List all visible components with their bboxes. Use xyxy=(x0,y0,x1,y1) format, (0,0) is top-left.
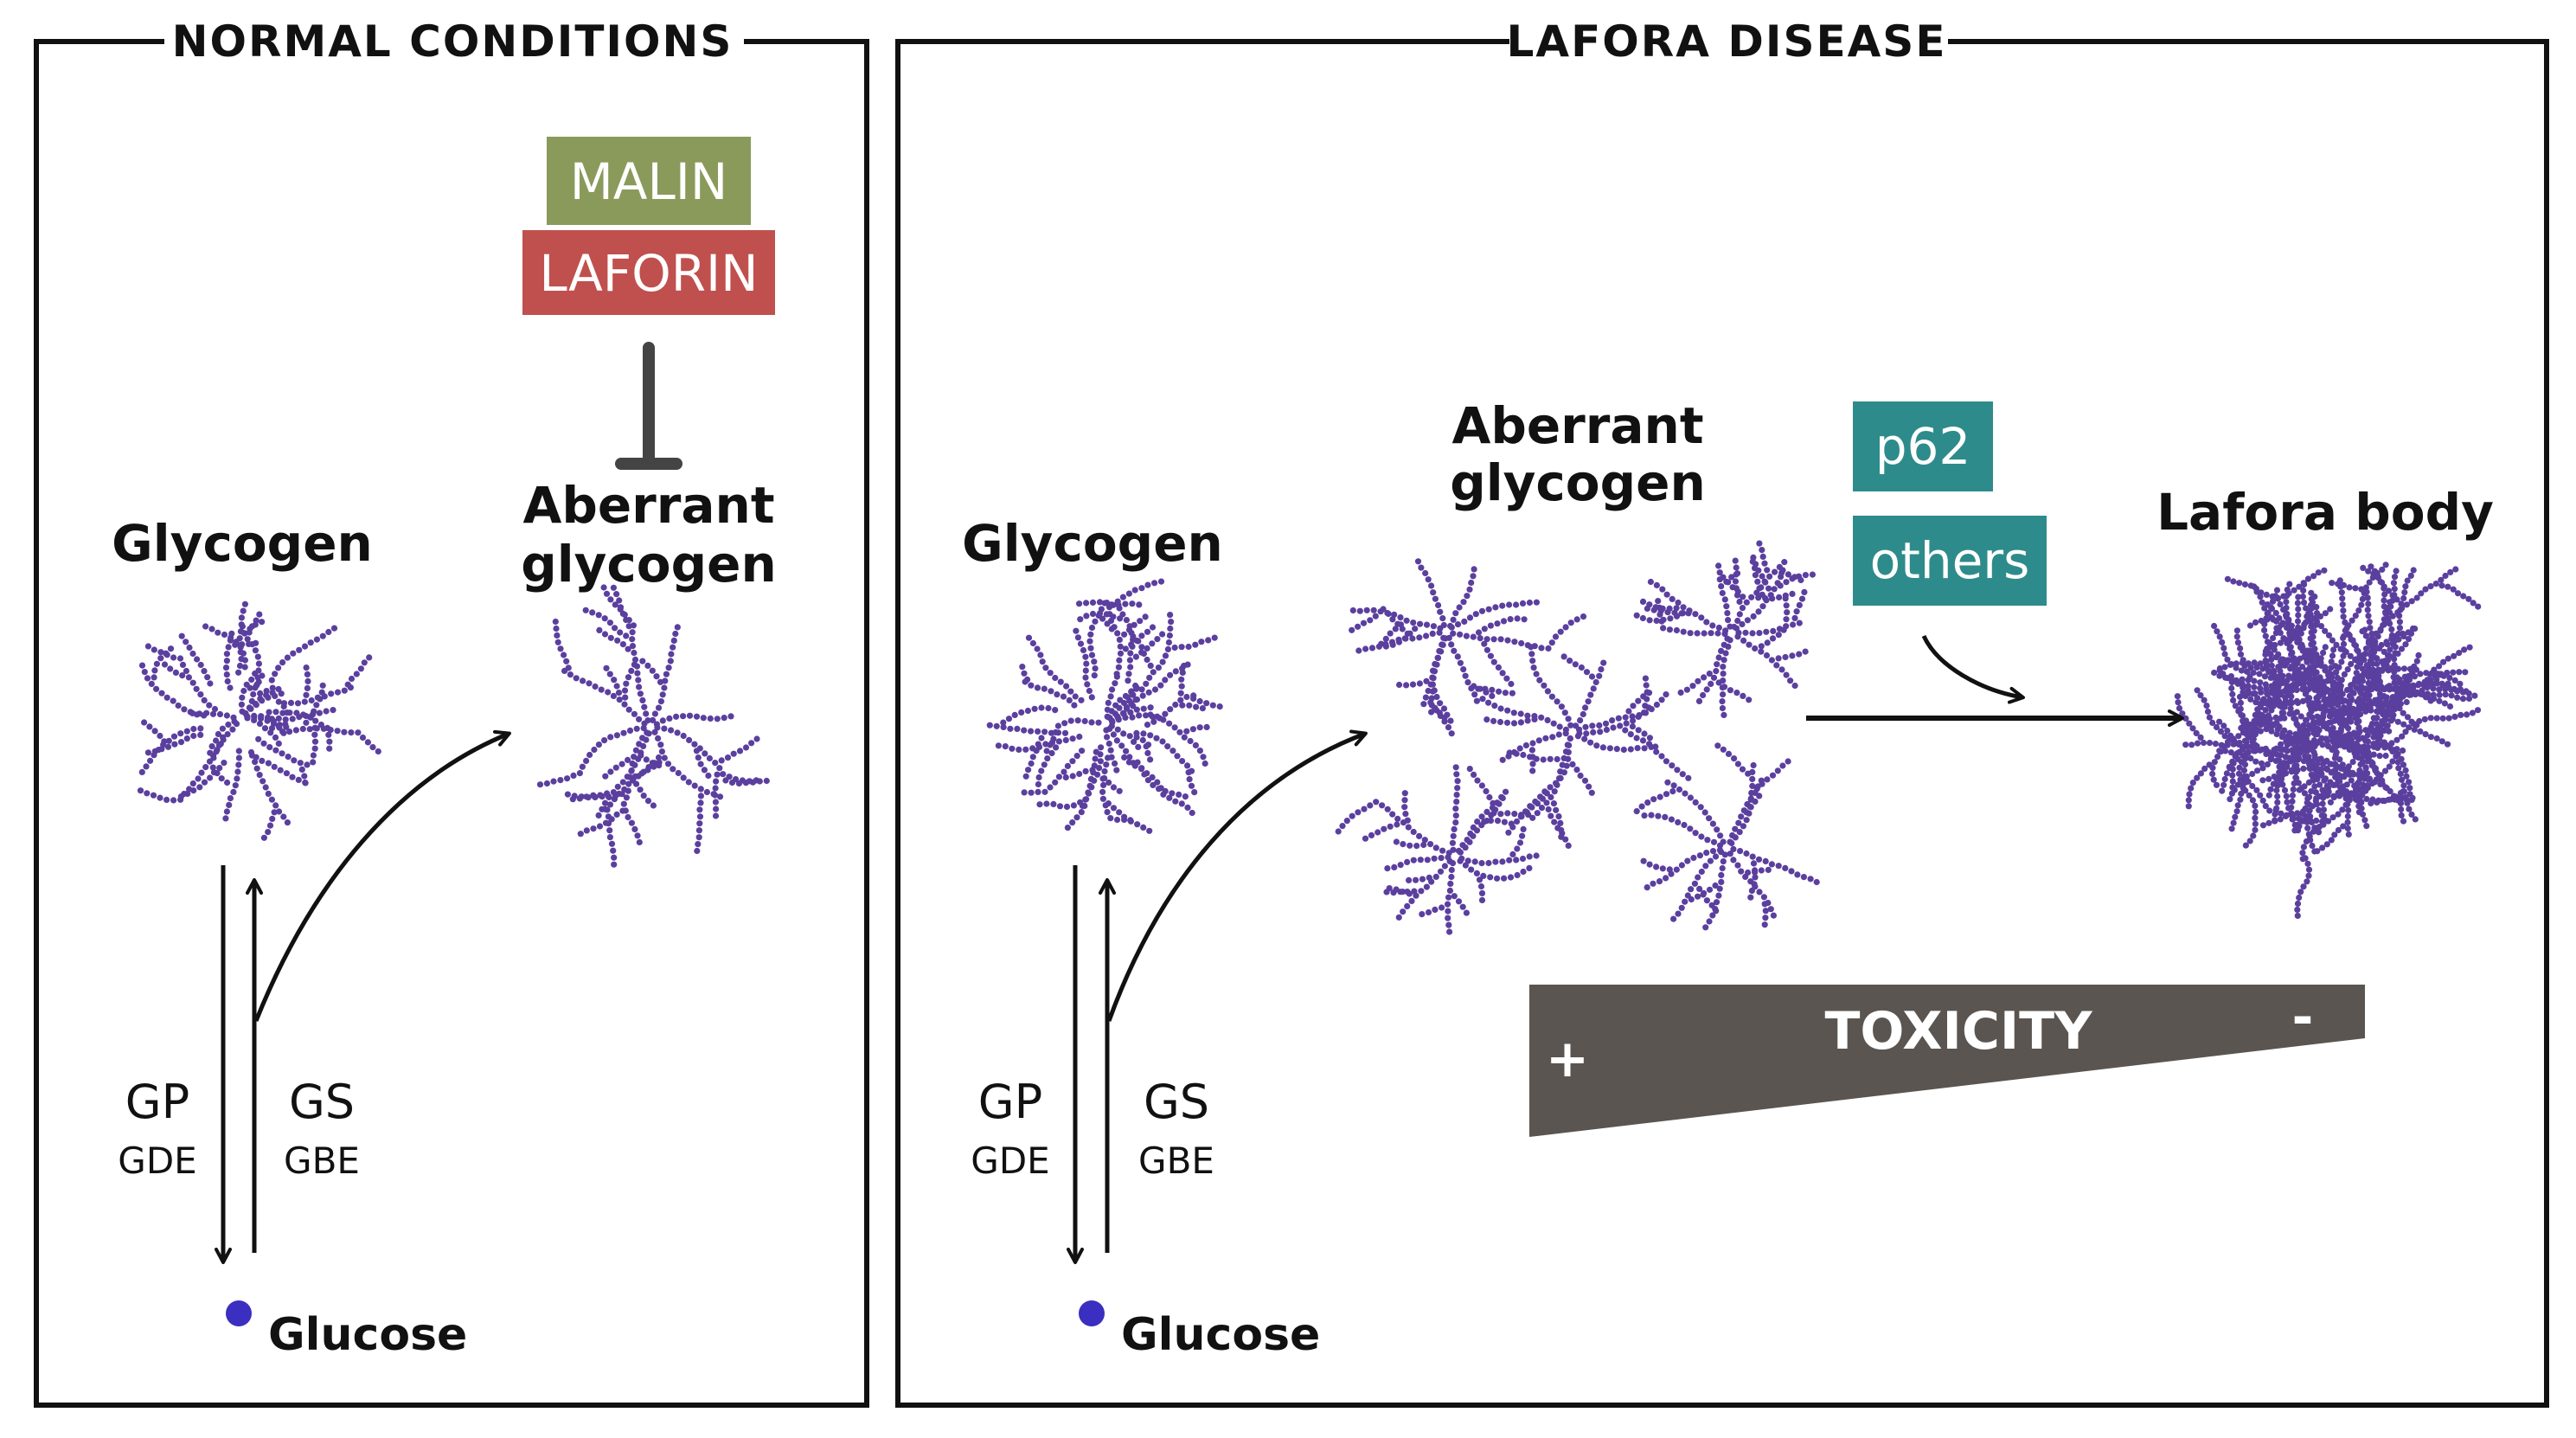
normal-aberrant-formation-arrow xyxy=(253,729,511,1022)
normal-glycogen-molecule xyxy=(137,600,381,841)
lafora-panel-title: LAFORA DISEASE xyxy=(1507,16,1947,67)
aberrant-glycogen-molecule-2 xyxy=(1633,540,1816,719)
normal-conditions-panel: NORMAL CONDITIONS MALIN LAFORIN Glycogen… xyxy=(34,16,869,1408)
aberrant-glycogen-molecule-5 xyxy=(1633,742,1820,931)
normal-aberrant-label-line2: glycogen xyxy=(521,535,777,594)
lafora-disease-panel: LAFORA DISEASE Glycogen Aberrant glycoge… xyxy=(895,16,2549,1408)
lafora-gbe-label: GBE xyxy=(1138,1139,1214,1182)
normal-panel-title: NORMAL CONDITIONS xyxy=(172,16,734,67)
p62-box xyxy=(1853,401,1993,491)
normal-glucose-dot xyxy=(226,1300,252,1326)
p62-others-arrow xyxy=(1921,634,2025,704)
p62-label: p62 xyxy=(1875,417,1971,476)
normal-glycogen-label: Glycogen xyxy=(112,514,373,573)
lafora-aberrant-formation-arrow xyxy=(1106,729,1368,1022)
aberrant-glycogen-molecule-4 xyxy=(1335,764,1540,935)
lafora-glucose-label: Glucose xyxy=(1121,1309,1320,1361)
malin-label: MALIN xyxy=(570,152,728,211)
normal-panel-frame xyxy=(34,39,869,1408)
normal-glucose-label: Glucose xyxy=(268,1309,467,1361)
lafora-glycogen-label: Glycogen xyxy=(962,514,1223,573)
toxicity-wedge xyxy=(1529,985,2365,1137)
toxicity-plus-sign: + xyxy=(1546,1029,1589,1089)
normal-aberrant-label-line1: Aberrant xyxy=(522,476,774,535)
inhibition-arrow xyxy=(615,342,682,470)
laforin-label: LAFORIN xyxy=(539,244,758,303)
malin-laforin-complex: MALIN LAFORIN xyxy=(522,137,775,315)
lafora-aberrant-label-line2: glycogen xyxy=(1450,453,1706,512)
others-box xyxy=(1853,516,2047,606)
lafora-gs-label: GS xyxy=(1144,1075,1209,1129)
aberrant-glycogen-molecule-1 xyxy=(1349,558,1587,737)
toxicity-gradient: TOXICITY + - xyxy=(1529,985,2365,1137)
lafora-body-molecule xyxy=(2174,562,2482,919)
lafora-panel-frame xyxy=(895,39,2549,1408)
normal-gp-label: GP xyxy=(125,1075,189,1129)
aberrant-glycogen-molecule-3 xyxy=(1479,644,1692,850)
toxicity-label: TOXICITY xyxy=(1824,1001,2093,1062)
malin-box xyxy=(547,137,751,225)
others-label: others xyxy=(1870,531,2030,590)
laforin-box xyxy=(522,230,775,315)
lafora-body-label: Lafora body xyxy=(2156,483,2494,542)
lafora-glucose-dot xyxy=(1079,1300,1105,1326)
lafora-gde-label: GDE xyxy=(971,1139,1049,1182)
lafora-gp-label: GP xyxy=(978,1075,1042,1129)
lafora-glycogen-molecule xyxy=(986,578,1223,834)
normal-gs-label: GS xyxy=(289,1075,355,1129)
normal-gbe-label: GBE xyxy=(284,1139,360,1182)
normal-aberrant-glycogen-molecule xyxy=(536,584,770,868)
toxicity-minus-sign: - xyxy=(2292,987,2314,1048)
lafora-aberrant-label-line1: Aberrant xyxy=(1451,396,1703,455)
normal-gde-label: GDE xyxy=(118,1139,196,1182)
